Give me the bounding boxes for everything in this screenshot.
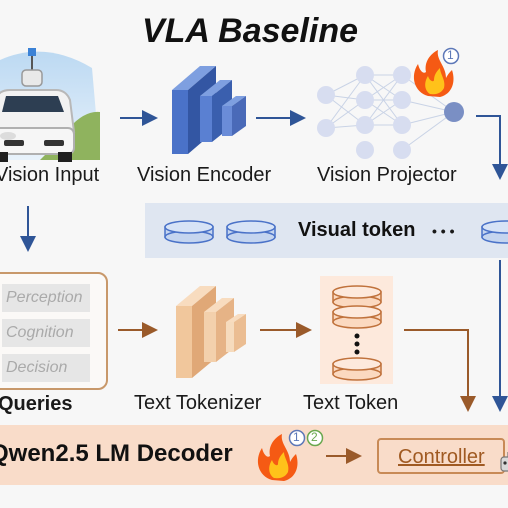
vision-input-label: Vision Input: [0, 164, 100, 186]
text-token-label: Text Token: [303, 392, 399, 414]
token-disk-icon: [164, 220, 214, 244]
arrow-projector-to-token: [476, 115, 508, 180]
vision-projector-label: Vision Projector: [317, 164, 457, 186]
query-item-perception: Perception: [2, 284, 90, 312]
diagram-title: VLA Baseline: [141, 12, 359, 50]
visual-token-ellipsis: • • •: [432, 223, 455, 239]
queries-label: Queries: [0, 393, 73, 415]
visual-token-label: Visual token: [298, 219, 416, 241]
token-disk-icon: [481, 220, 508, 244]
query-item-decision: Decision: [2, 354, 90, 382]
query-item-cognition: Cognition: [2, 319, 90, 347]
decoder-band: [0, 425, 508, 485]
badge-one: 1: [447, 48, 454, 62]
badge-one-decoder: 1: [293, 430, 300, 444]
token-disk-icon: [226, 220, 276, 244]
text-tokenizer-label: Text Tokenizer: [134, 392, 262, 414]
vision-encoder-label: Vision Encoder: [137, 164, 272, 186]
arrow-token-to-decoder-brown: [404, 329, 476, 412]
badge-two-decoder: 2: [311, 430, 318, 444]
queries-box: Perception Cognition Decision: [0, 272, 108, 390]
controller-box: Controller: [377, 438, 505, 474]
controller-label: Controller: [398, 446, 485, 468]
decoder-label: Qwen2.5 LM Decoder: [0, 440, 233, 467]
